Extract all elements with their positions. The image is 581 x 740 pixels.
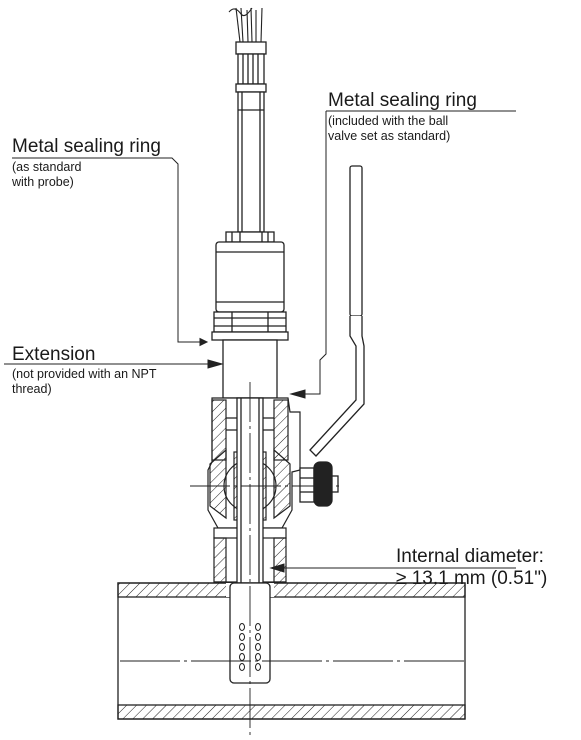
cable-gland bbox=[235, 41, 267, 93]
seal-left-title: Metal sealing ring bbox=[12, 136, 161, 157]
center-lines bbox=[120, 382, 465, 738]
extension-note: (not provided with an NPT thread) bbox=[12, 367, 157, 396]
valve-handle bbox=[309, 165, 365, 457]
seal-left-note: (as standard with probe) bbox=[12, 160, 82, 189]
pipe-section bbox=[117, 582, 466, 720]
seal-top-title: Metal sealing ring bbox=[328, 90, 477, 111]
valve-stem-and-knob bbox=[299, 461, 339, 507]
internal-diameter-value: ≥ 13.1 mm (0.51") bbox=[396, 568, 548, 589]
probe-shaft bbox=[237, 91, 265, 233]
extension-title: Extension bbox=[12, 344, 96, 365]
cable-wires bbox=[228, 7, 263, 43]
compression-fitting bbox=[211, 231, 289, 341]
internal-diameter-title: Internal diameter: bbox=[396, 546, 544, 567]
seal-top-note: (included with the ball valve set as sta… bbox=[328, 114, 451, 143]
leader-lines bbox=[4, 110, 516, 573]
